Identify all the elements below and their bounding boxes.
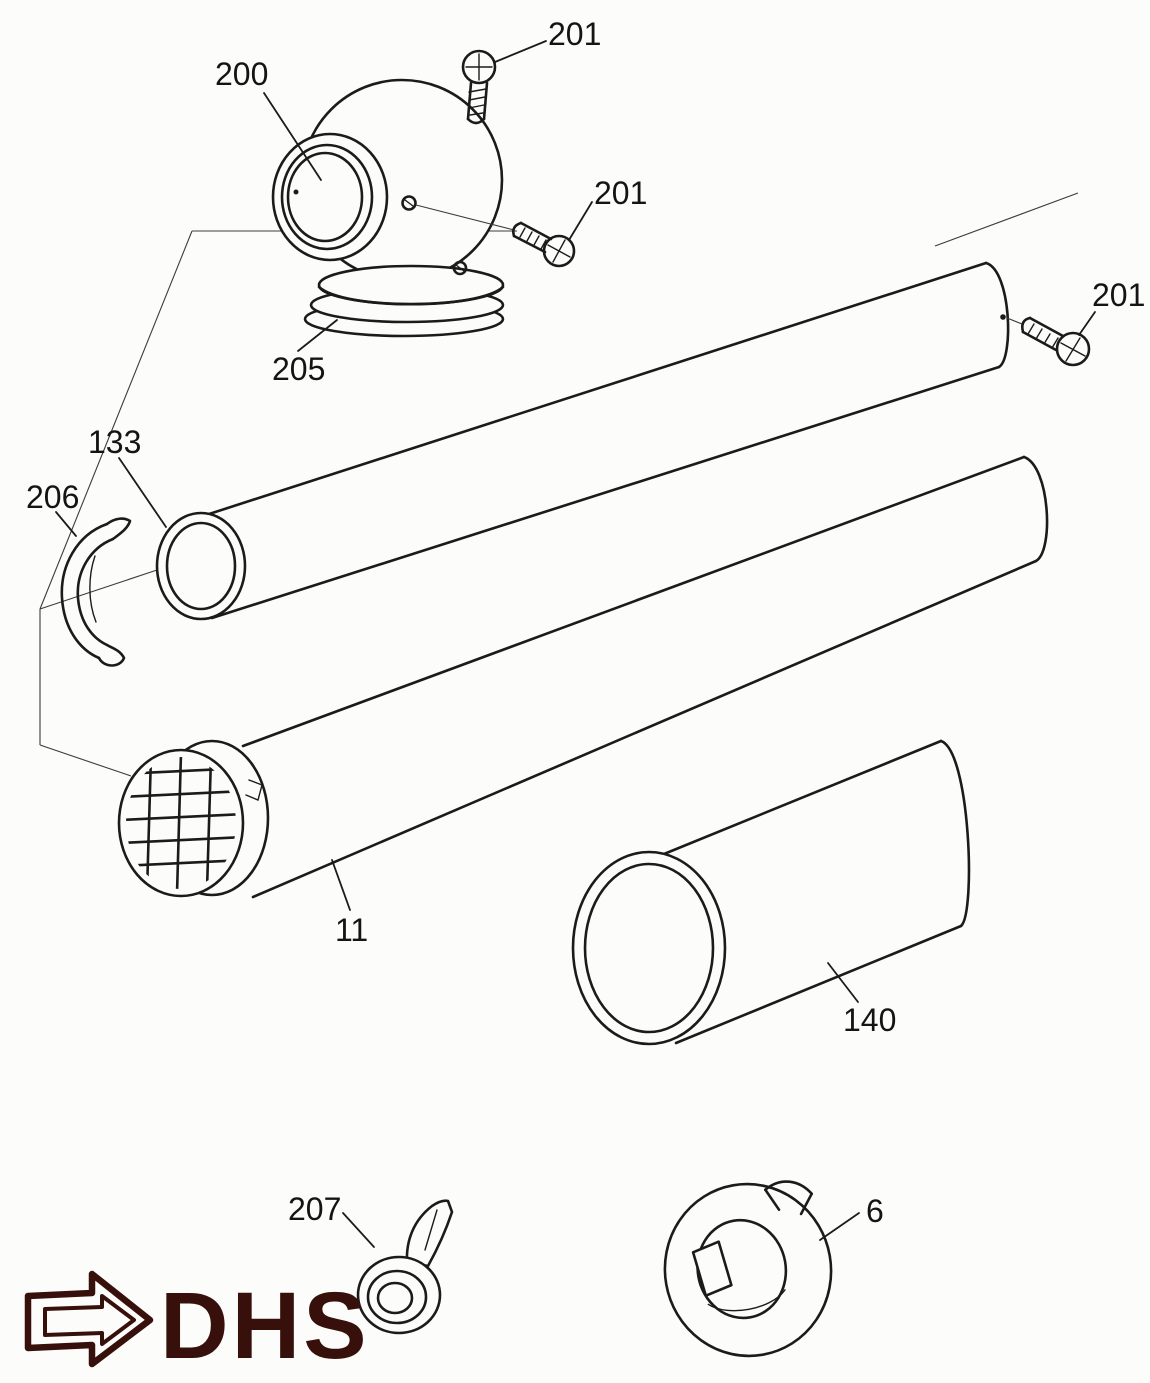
part-label-207: 207 bbox=[288, 1191, 341, 1227]
part-label-206: 206 bbox=[26, 479, 79, 515]
leader-201-right bbox=[1078, 311, 1096, 336]
leader-205 bbox=[297, 319, 338, 352]
construction-lines bbox=[39, 192, 1079, 777]
part-label-200: 200 bbox=[215, 56, 268, 92]
screw-part-201-top bbox=[461, 49, 497, 125]
leader-207 bbox=[342, 1212, 375, 1248]
tube-mouth-outer bbox=[155, 511, 247, 621]
part-labels: 200 201 201 201 205 133 206 11 140 207 6 bbox=[26, 16, 1145, 1229]
screw-shaft bbox=[519, 221, 553, 241]
clip-inner-band bbox=[76, 537, 115, 647]
clip-bottom-foot bbox=[97, 643, 126, 667]
outer-flue-tube-part-11 bbox=[117, 455, 1049, 899]
elbow-screw-hole bbox=[401, 195, 417, 211]
terminal-elbow-part-200 bbox=[271, 78, 505, 338]
clamp-tab-fold bbox=[424, 1209, 438, 1251]
tube-right-cap bbox=[1022, 455, 1049, 563]
leader-200 bbox=[263, 92, 322, 181]
tube-top-edge bbox=[204, 261, 988, 517]
tube-right-cap bbox=[984, 261, 1010, 369]
screw-tip bbox=[466, 117, 486, 125]
alignment-line bbox=[1006, 317, 1023, 325]
ring-tab bbox=[764, 1180, 814, 1196]
tube-mouth-inner bbox=[165, 521, 237, 611]
plate-screw-hole bbox=[452, 260, 468, 276]
screw-threads bbox=[468, 88, 487, 116]
duct-mouth-inner bbox=[583, 862, 715, 1034]
screw-tip bbox=[512, 221, 523, 238]
duct-bottom-edge bbox=[674, 924, 963, 1045]
screw-threads bbox=[1027, 323, 1059, 349]
phillips-cross-icon bbox=[465, 53, 493, 81]
part-label-133: 133 bbox=[88, 424, 141, 460]
clamp-bracket-part-207 bbox=[356, 1199, 454, 1335]
leader-lines bbox=[55, 40, 1096, 1248]
screw-threads bbox=[519, 227, 547, 250]
screw-slot bbox=[455, 264, 465, 272]
leader-140 bbox=[827, 962, 859, 1003]
clamp-roll-hole bbox=[376, 1281, 414, 1315]
elbow-outlet-rim bbox=[271, 132, 389, 262]
leader-201-middle bbox=[568, 201, 593, 241]
duct-mouth-outer bbox=[571, 850, 727, 1046]
part-label-140: 140 bbox=[843, 1002, 896, 1038]
dhs-arrow-inner-icon bbox=[43, 1294, 136, 1346]
alignment-line bbox=[415, 204, 515, 231]
clamp-roll-outer bbox=[356, 1255, 442, 1335]
part-label-205: 205 bbox=[272, 351, 325, 387]
screw-shaft bbox=[1021, 330, 1058, 352]
dhs-logo: DHS bbox=[24, 1270, 370, 1379]
part-label-11: 11 bbox=[335, 912, 368, 948]
leader-133 bbox=[118, 457, 167, 528]
screw-shaft bbox=[466, 81, 473, 121]
ring-inner-wall bbox=[707, 1289, 786, 1312]
dhs-logo-text: DHS bbox=[160, 1273, 370, 1379]
phillips-cross-icon bbox=[547, 239, 571, 263]
screw-slot bbox=[404, 199, 414, 207]
phillips-cross-icon bbox=[1060, 337, 1086, 362]
leader-11 bbox=[331, 859, 351, 911]
part-label-201-top: 201 bbox=[548, 16, 601, 52]
leader-6 bbox=[819, 1212, 860, 1241]
screw-tip bbox=[1021, 316, 1032, 334]
leader-201-top bbox=[494, 40, 547, 63]
screw-shaft bbox=[512, 234, 547, 254]
ring-tab-split bbox=[764, 1188, 814, 1216]
duct-top-edge bbox=[662, 739, 943, 856]
clip-slot bbox=[89, 555, 97, 623]
tube-top-edge bbox=[241, 455, 1026, 748]
dimension-line bbox=[39, 569, 158, 610]
dimension-line bbox=[39, 744, 132, 777]
dimension-line bbox=[934, 192, 1079, 247]
elbow-outlet-mid bbox=[280, 143, 374, 251]
tube-bottom-edge bbox=[251, 559, 1038, 899]
screw-part-201-right bbox=[1006, 316, 1091, 367]
seal-ring-part-6 bbox=[663, 1180, 833, 1358]
screw-part-201-middle bbox=[415, 204, 576, 268]
tube-bottom-edge bbox=[210, 365, 1001, 620]
clip-outer-band bbox=[60, 522, 109, 660]
retaining-clip-part-206 bbox=[60, 517, 132, 667]
screw-hole bbox=[1000, 314, 1006, 320]
part-label-201-middle: 201 bbox=[594, 175, 647, 211]
grille-latch bbox=[245, 779, 263, 801]
screw-shaft bbox=[1028, 316, 1065, 338]
clip-top-hook bbox=[105, 517, 132, 541]
part-label-6: 6 bbox=[866, 1193, 884, 1229]
extension-duct-part-140 bbox=[571, 739, 971, 1046]
dimension-line bbox=[39, 230, 193, 610]
dhs-arrow-icon bbox=[24, 1270, 154, 1368]
elbow-outlet-bore bbox=[286, 151, 364, 243]
inner-flue-tube-part-133 bbox=[155, 261, 1010, 621]
clamp-roll-mid bbox=[366, 1269, 428, 1325]
leader-206 bbox=[55, 511, 77, 537]
part-label-201-right: 201 bbox=[1092, 277, 1145, 313]
ring-key-notch bbox=[691, 1240, 733, 1298]
outlet-mark bbox=[293, 189, 299, 195]
duct-right-cap bbox=[939, 739, 971, 928]
base-plate-edge bbox=[317, 285, 505, 306]
